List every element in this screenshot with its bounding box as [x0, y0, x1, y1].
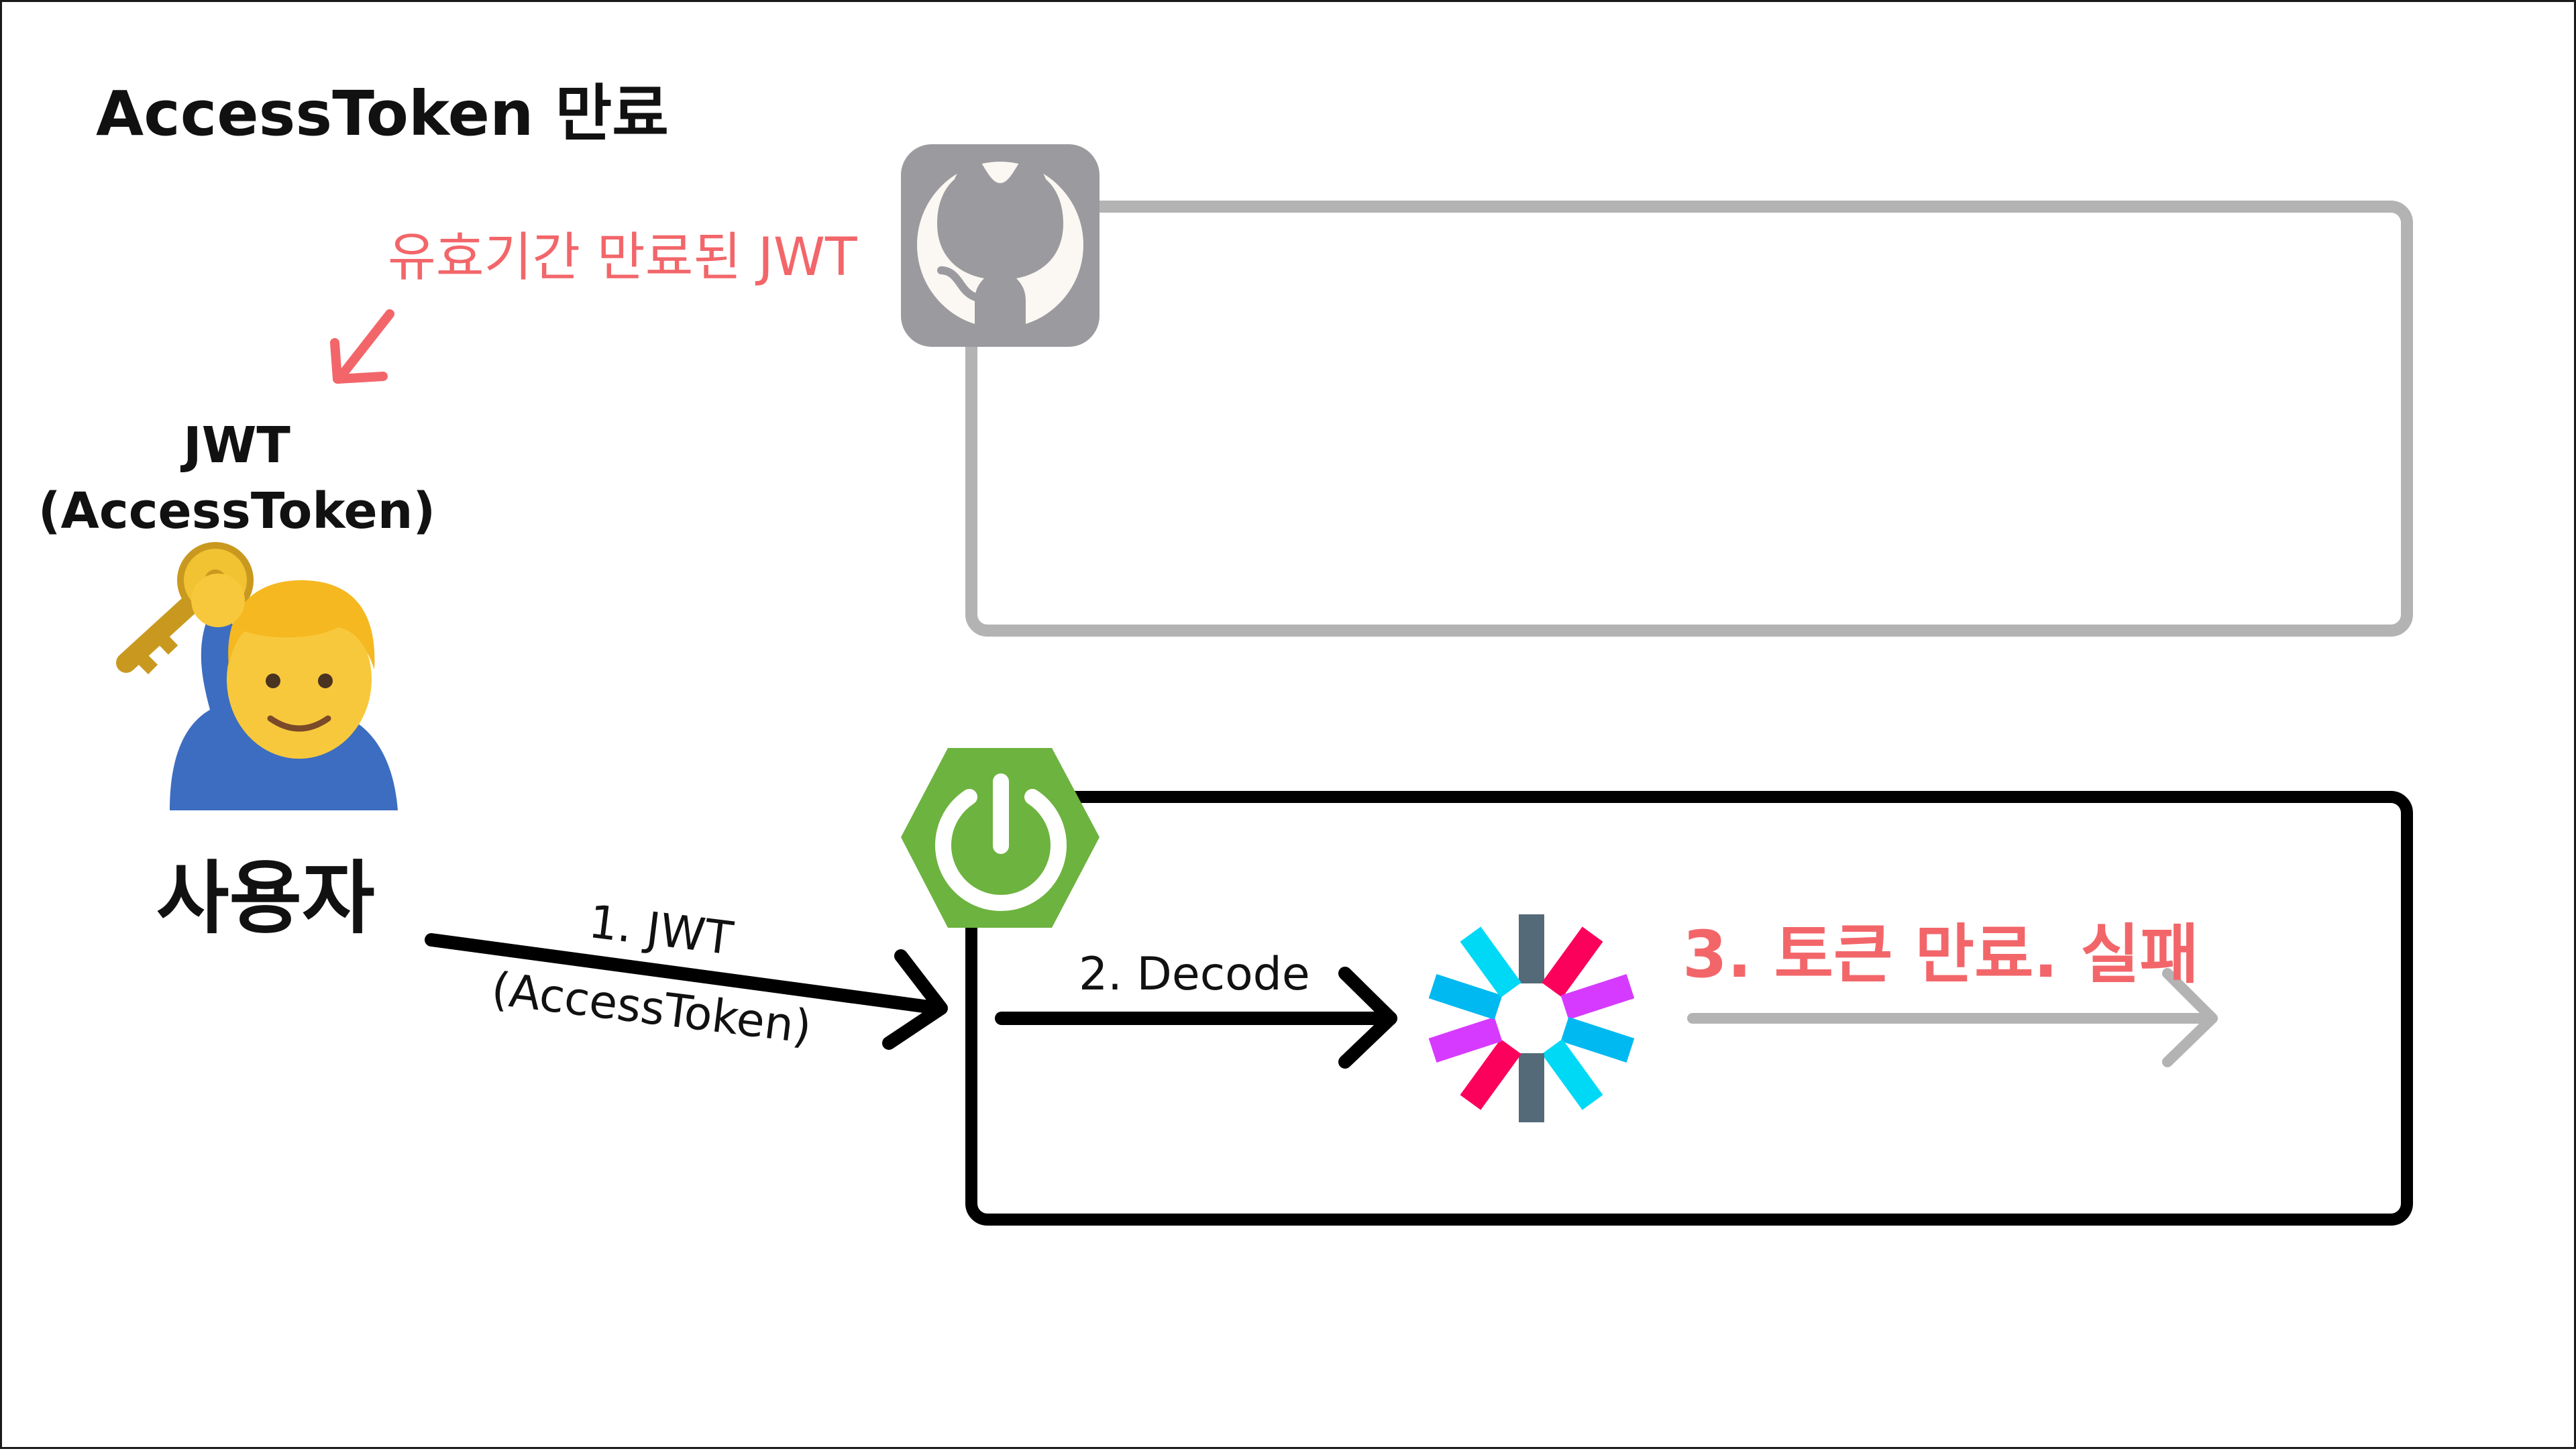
failure-arrow	[1687, 968, 2218, 1067]
step3-label: 3. 토큰 만료. 실패	[1682, 917, 2199, 992]
person-raising-hand-icon	[170, 574, 398, 810]
spring-power-icon	[901, 748, 1099, 928]
decode-arrow	[995, 967, 1397, 1069]
github-server-box	[965, 201, 2413, 637]
user-label: 사용자	[156, 852, 375, 945]
token-label: JWT (AccessToken)	[22, 413, 451, 544]
github-logo-icon	[901, 144, 1099, 347]
spring-server-box	[965, 791, 2413, 1226]
jwt-logo-icon	[1428, 914, 1635, 1122]
token-label-line2: (AccessToken)	[38, 482, 436, 540]
note-arrow	[330, 309, 394, 384]
token-label-line1: JWT	[183, 417, 290, 474]
step2-label: 2. Decode	[1079, 948, 1310, 1001]
expired-jwt-note: 유효기간 만료된 JWT	[388, 227, 857, 288]
page-title: AccessToken 만료	[96, 78, 669, 150]
request-arrow	[425, 933, 948, 1050]
